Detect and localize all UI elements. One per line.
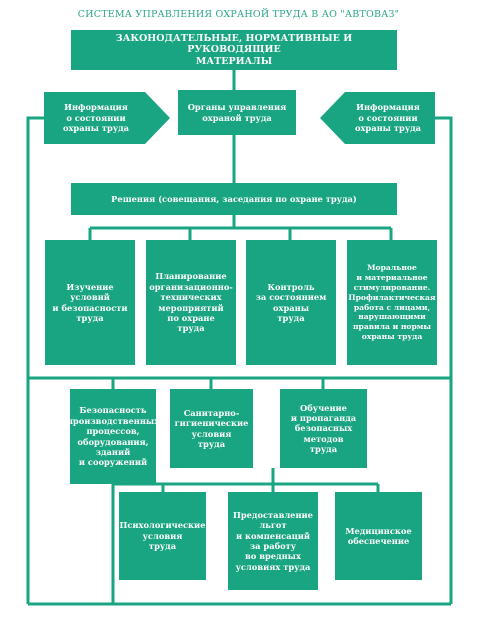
planning-box: Планирование организационно- технических… <box>146 240 236 365</box>
training-label: Обучение и пропаганда безопасных методов… <box>290 402 357 455</box>
decisions-label: Решения (совещания, заседания по охране … <box>111 193 357 204</box>
info-left-label: Информация о состоянии охраны труда <box>62 102 130 134</box>
control-label: Контроль за состоянием охраны труда <box>255 281 327 323</box>
benefits-label: Предоставление льгот и компенсаций за ра… <box>233 509 313 572</box>
study-conditions-box: Изучение условий и безопасности труда <box>45 240 135 365</box>
info-left-label-box: Информация о состоянии охраны труда <box>44 92 148 144</box>
page-title: СИСТЕМА УПРАВЛЕНИЯ ОХРАНОЙ ТРУДА В АО "А… <box>77 9 400 20</box>
control-box: Контроль за состоянием охраны труда <box>246 240 336 365</box>
management-bodies-box: Органы управления охраной труда <box>178 90 296 135</box>
sanitary-box: Санитарно- гигиенические условия труда <box>170 389 253 468</box>
psychological-box: Психологические условия труда <box>119 492 206 580</box>
legislative-materials-label: ЗАКОНОДАТЕЛЬНЫЕ, НОРМАТИВНЫЕ И РУКОВОДЯЩ… <box>115 32 353 67</box>
stimulation-label: Моральное и материальное стимулирование.… <box>348 263 436 342</box>
management-bodies-label: Органы управления охраной труда <box>187 102 287 123</box>
decisions-box: Решения (совещания, заседания по охране … <box>71 183 397 215</box>
psychological-label: Психологические условия труда <box>119 520 206 552</box>
training-box: Обучение и пропаганда безопасных методов… <box>280 389 367 468</box>
info-right-label-box: Информация о состоянии охраны труда <box>336 92 440 144</box>
stimulation-box: Моральное и материальное стимулирование.… <box>347 240 437 365</box>
info-left-arrow <box>44 92 170 144</box>
medical-label: Медицинское обеспечение <box>345 525 412 546</box>
info-right-label: Информация о состоянии охраны труда <box>354 102 422 134</box>
planning-label: Планирование организационно- технических… <box>149 271 233 334</box>
medical-box: Медицинское обеспечение <box>335 492 422 580</box>
legislative-materials-box: ЗАКОНОДАТЕЛЬНЫЕ, НОРМАТИВНЫЕ И РУКОВОДЯЩ… <box>71 30 397 70</box>
info-right-arrow <box>320 92 435 144</box>
study-conditions-label: Изучение условий и безопасности труда <box>52 281 128 323</box>
safety-box: Безопасность производственных процессов,… <box>66 389 160 484</box>
benefits-box: Предоставление льгот и компенсаций за ра… <box>228 492 318 590</box>
safety-label: Безопасность производственных процессов,… <box>66 405 160 468</box>
sanitary-label: Санитарно- гигиенические условия труда <box>174 407 249 449</box>
